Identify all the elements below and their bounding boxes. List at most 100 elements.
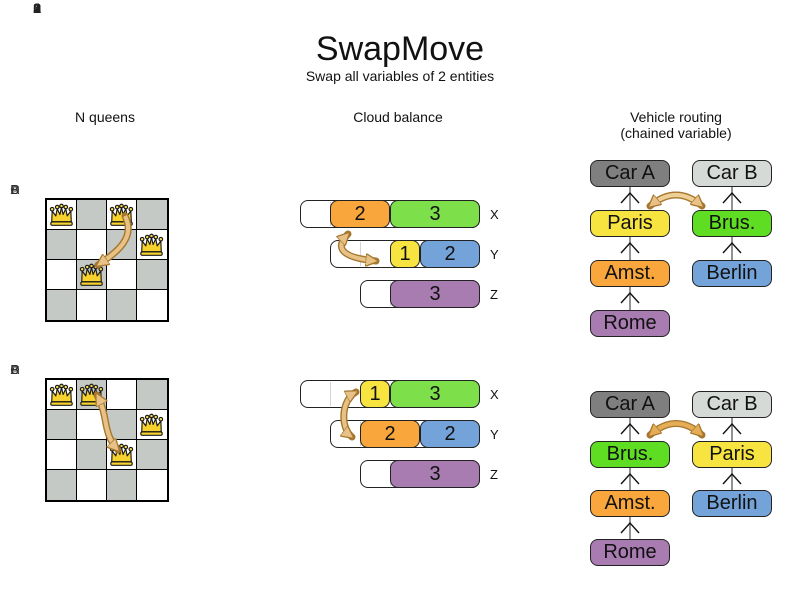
- cloud-process-block: 3: [390, 280, 480, 308]
- capacity-guide-line: [360, 242, 361, 266]
- cloud-process-block: 1: [360, 380, 390, 408]
- row-label: 3: [33, 0, 41, 16]
- queen-icon: [109, 443, 134, 466]
- board-cell: [107, 260, 137, 290]
- cloud-process-block: 2: [360, 420, 420, 448]
- board-cell: [77, 440, 107, 470]
- section-header-nqueens: N queens: [75, 109, 135, 125]
- vrp-node-cara: Car A: [590, 160, 670, 187]
- chain-arrow: [722, 187, 742, 210]
- column-label: C: [10, 182, 20, 197]
- cloud-process-block: 2: [420, 420, 480, 448]
- cloud-row-label: X: [490, 387, 499, 402]
- board-cell: [137, 290, 167, 320]
- chain-arrow: [722, 418, 742, 441]
- vrp-header-line2: (chained variable): [620, 125, 732, 141]
- board-cell: [47, 440, 77, 470]
- vrp-node-amst: Amst.: [590, 490, 670, 517]
- column-label: A: [10, 362, 20, 377]
- board-cell: [137, 410, 167, 440]
- queen-icon: [109, 203, 134, 226]
- nqueens-board-after: [45, 378, 169, 502]
- vrp-node-amst: Amst.: [590, 260, 670, 287]
- board-cell: [47, 410, 77, 440]
- board-cell: [107, 380, 137, 410]
- diagram-subtitle: Swap all variables of 2 entities: [305, 68, 495, 84]
- board-cell: [77, 470, 107, 500]
- board-cell: [77, 230, 107, 260]
- cloud-row-label: Y: [490, 427, 499, 442]
- cloud-row-label: Y: [490, 247, 499, 262]
- row-label: 1: [33, 0, 41, 16]
- cloud-process-block: 2: [330, 200, 390, 228]
- section-header-cloud-balance: Cloud balance: [353, 109, 443, 125]
- vrp-node-brus: Brus.: [590, 441, 670, 468]
- chain-arrow: [620, 418, 640, 441]
- nqueens-board-before: [45, 198, 169, 322]
- queen-icon: [49, 383, 74, 406]
- board-cell: [137, 380, 167, 410]
- row-label: 0: [33, 0, 41, 16]
- board-cell: [77, 260, 107, 290]
- chain-arrow: [722, 468, 742, 490]
- section-header-vehicle-routing: Vehicle routing (chained variable): [586, 109, 766, 141]
- vrp-node-berlin: Berlin: [692, 260, 772, 287]
- column-label: B: [10, 182, 20, 197]
- cloud-process-block: 3: [390, 200, 480, 228]
- board-cell: [137, 200, 167, 230]
- board-cell: [47, 470, 77, 500]
- queen-icon: [79, 383, 104, 406]
- row-label: 0: [33, 0, 41, 16]
- board-cell: [107, 200, 137, 230]
- queen-icon: [49, 203, 74, 226]
- vrp-node-berlin: Berlin: [692, 490, 772, 517]
- row-label: 2: [33, 0, 41, 16]
- board-cell: [77, 200, 107, 230]
- vrp-node-carb: Car B: [692, 160, 772, 187]
- board-cell: [137, 440, 167, 470]
- column-label: D: [10, 182, 20, 197]
- vrp-node-paris: Paris: [590, 210, 670, 237]
- vrp-node-cara: Car A: [590, 391, 670, 418]
- row-label: 3: [33, 0, 41, 16]
- cloud-row-label: X: [490, 207, 499, 222]
- swap-arrow-vrp-before: [646, 191, 706, 210]
- board-cell: [47, 230, 77, 260]
- chain-arrow: [620, 187, 640, 210]
- board-cell: [47, 260, 77, 290]
- chain-arrow: [620, 237, 640, 260]
- chain-arrow: [620, 468, 640, 490]
- row-label: 2: [33, 0, 41, 16]
- chain-arrow: [722, 237, 742, 260]
- cloud-process-block: 1: [390, 240, 420, 268]
- cloud-row-label: Z: [490, 467, 498, 482]
- vrp-node-rome: Rome: [590, 539, 670, 566]
- board-cell: [107, 290, 137, 320]
- board-cell: [137, 470, 167, 500]
- board-cell: [107, 440, 137, 470]
- column-label: D: [10, 362, 20, 377]
- board-cell: [137, 260, 167, 290]
- queen-icon: [79, 263, 104, 286]
- chain-arrow: [620, 287, 640, 310]
- queen-icon: [139, 413, 164, 436]
- column-label: C: [10, 362, 20, 377]
- swap-arrow-vrp-after: [646, 420, 706, 439]
- vrp-node-rome: Rome: [590, 310, 670, 337]
- queen-icon: [139, 233, 164, 256]
- cloud-process-block: 3: [390, 380, 480, 408]
- board-cell: [77, 290, 107, 320]
- board-cell: [107, 470, 137, 500]
- cloud-row-label: Z: [490, 287, 498, 302]
- diagram-title: SwapMove: [315, 30, 485, 68]
- cloud-process-block: 3: [390, 460, 480, 488]
- vrp-header-line1: Vehicle routing: [630, 109, 722, 125]
- column-label: B: [10, 362, 20, 377]
- vrp-node-brus: Brus.: [692, 210, 772, 237]
- board-cell: [137, 230, 167, 260]
- board-cell: [47, 380, 77, 410]
- vrp-node-paris: Paris: [692, 441, 772, 468]
- board-cell: [77, 380, 107, 410]
- board-cell: [77, 410, 107, 440]
